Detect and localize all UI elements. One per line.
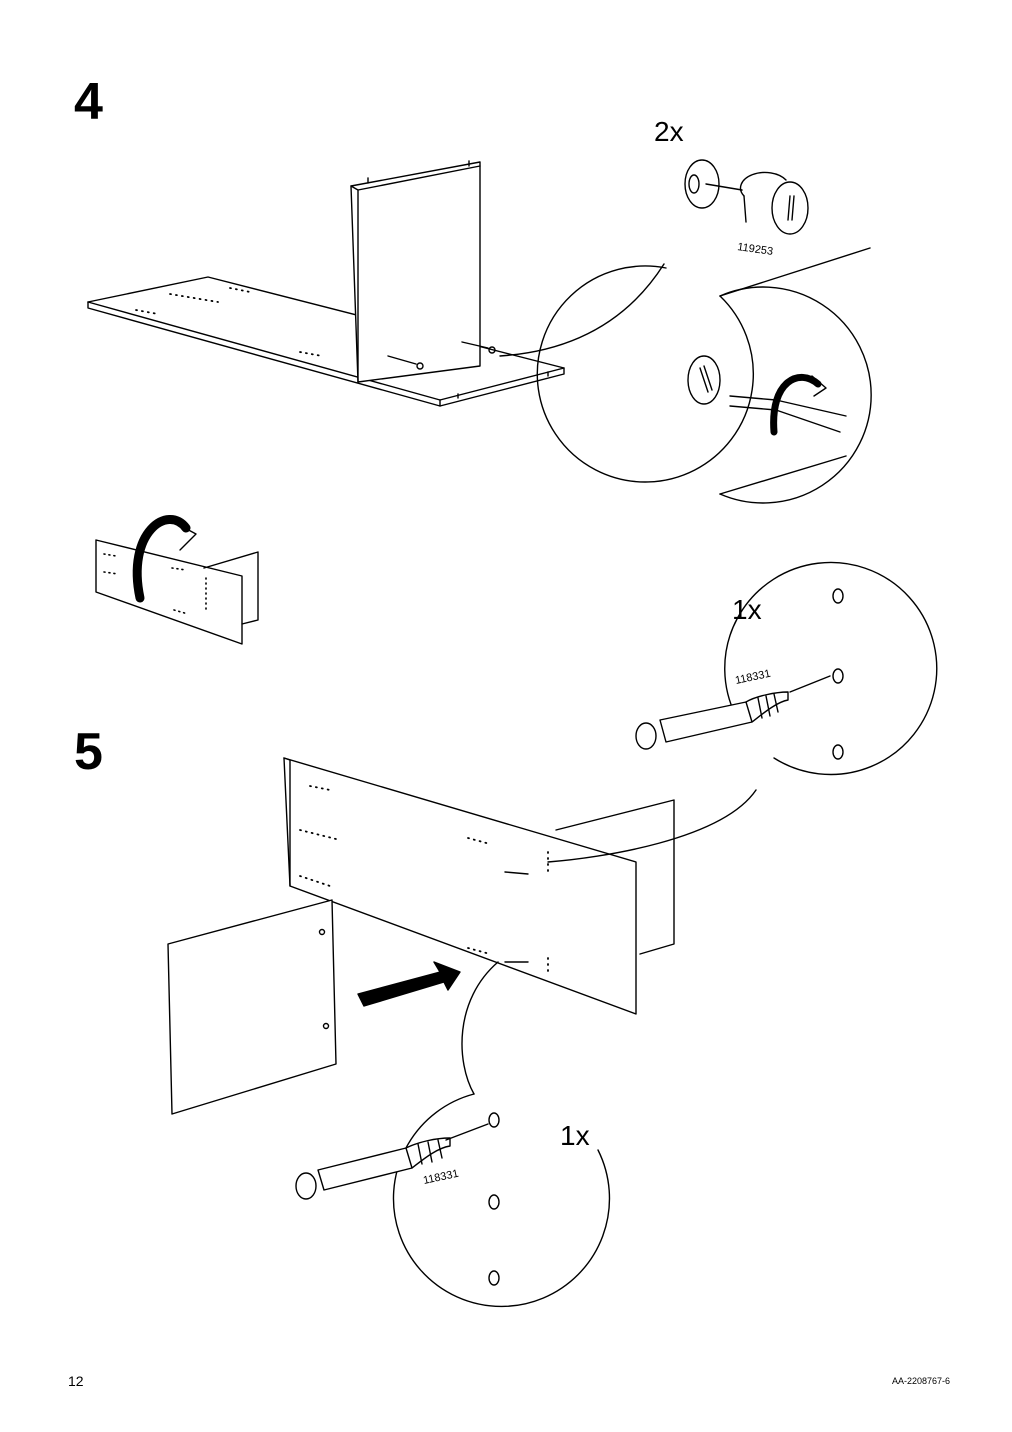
page-number: 12 bbox=[68, 1373, 84, 1389]
step-5-part-number-top: 118331 bbox=[734, 668, 772, 687]
step-4-number: 4 bbox=[74, 73, 103, 131]
step-5-assembly-drawing bbox=[167, 757, 675, 1115]
step-5-detail-top: 118331 bbox=[635, 561, 938, 776]
step-4-detail-cam-lock: 119253 bbox=[536, 159, 871, 483]
step-4-assembly-drawing bbox=[87, 160, 565, 407]
step-5-detail-bottom: 118331 bbox=[295, 1093, 611, 1308]
step-4-detail-screwdriver bbox=[687, 286, 872, 504]
step-5-callout-line-top bbox=[547, 789, 757, 863]
step-4-quantity: 2x bbox=[654, 116, 684, 147]
step-5-part-number-bottom: 118331 bbox=[422, 1168, 460, 1187]
step-5-number: 5 bbox=[74, 723, 103, 781]
step-4-callout-line bbox=[499, 263, 665, 357]
flip-orientation-icon bbox=[95, 515, 259, 645]
step-5-callout-line-bottom bbox=[461, 961, 499, 1095]
step-4-part-number: 119253 bbox=[737, 241, 774, 258]
step-5-quantity-bottom: 1x bbox=[560, 1120, 590, 1151]
document-id: AA-2208767-6 bbox=[891, 1376, 950, 1386]
